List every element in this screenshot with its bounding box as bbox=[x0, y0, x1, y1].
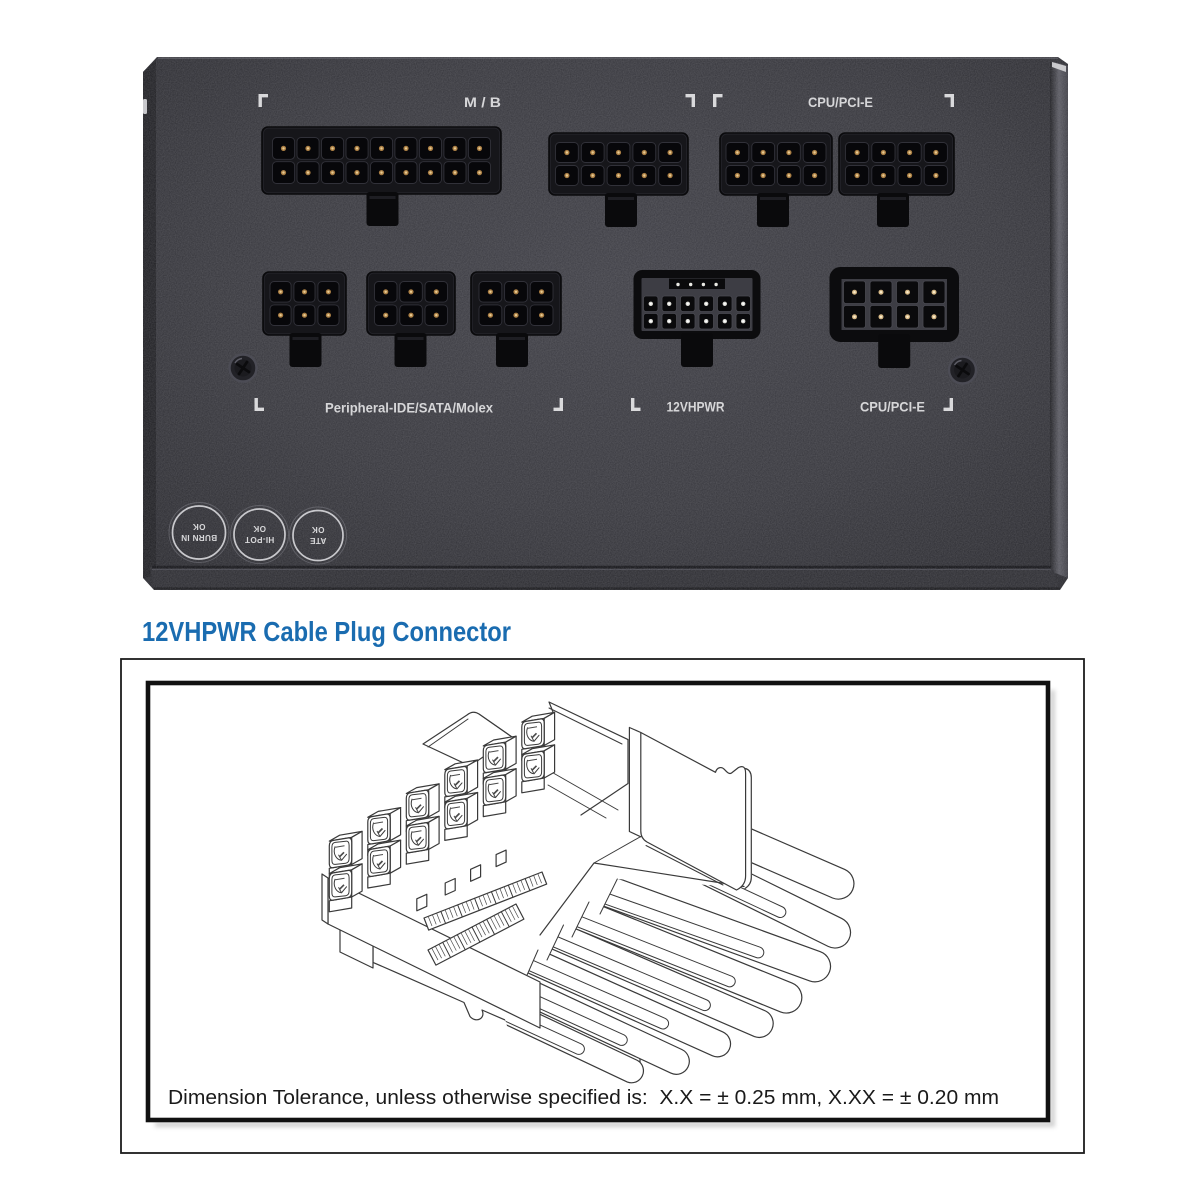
svg-text:CPU/PCI-E: CPU/PCI-E bbox=[808, 94, 873, 110]
svg-text:12VHPWR Cable Plug Connector: 12VHPWR Cable Plug Connector bbox=[142, 616, 511, 647]
svg-text:OK: OK bbox=[312, 525, 325, 534]
svg-text:ATE: ATE bbox=[309, 536, 326, 545]
svg-text:CPU/PCI-E: CPU/PCI-E bbox=[860, 399, 925, 415]
svg-text:Dimension Tolerance, unless ot: Dimension Tolerance, unless otherwise sp… bbox=[168, 1086, 999, 1109]
svg-text:OK: OK bbox=[193, 522, 206, 531]
svg-text:HI-POT: HI-POT bbox=[245, 535, 275, 544]
svg-text:M / B: M / B bbox=[464, 94, 501, 110]
svg-text:12VHPWR: 12VHPWR bbox=[667, 399, 725, 415]
svg-text:Peripheral-IDE/SATA/Molex: Peripheral-IDE/SATA/Molex bbox=[325, 400, 493, 416]
svg-text:OK: OK bbox=[253, 524, 266, 533]
svg-text:BURN IN: BURN IN bbox=[181, 533, 217, 542]
